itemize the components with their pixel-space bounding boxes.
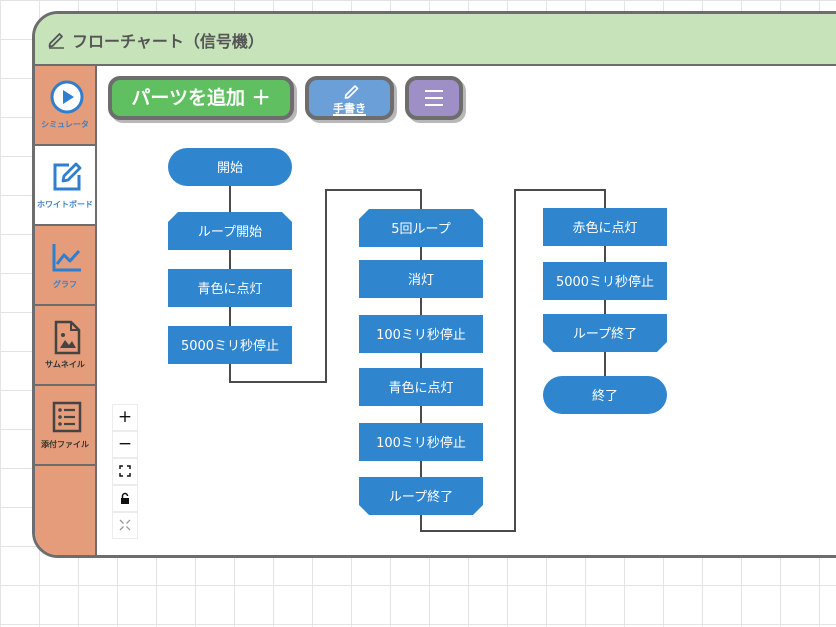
flow-node-loop5_start[interactable] xyxy=(359,209,483,247)
sidebar-item-simulator[interactable]: シミュレータ xyxy=(35,66,95,146)
sidebar-item-whiteboard[interactable]: ホワイトボード xyxy=(35,146,95,226)
flow-node-blue_on1[interactable] xyxy=(168,269,292,307)
flow-node-wait5000_2[interactable] xyxy=(543,262,667,300)
window-title: フローチャート（信号機） xyxy=(72,32,264,51)
lock-icon xyxy=(121,492,129,504)
flow-node-label: 青色に点灯 xyxy=(388,380,453,396)
flow-node-label: 5000ミリ秒停止 xyxy=(556,274,654,290)
flow-node-wait100_2[interactable] xyxy=(359,423,483,461)
sidebar-item-label: シミュレータ xyxy=(41,120,89,129)
hamburger-icon xyxy=(425,90,443,106)
add-parts-button[interactable]: パーツを追加 ＋ xyxy=(108,76,294,120)
flow-node-red_on[interactable] xyxy=(543,208,667,246)
flow-connector xyxy=(229,189,422,383)
sidebar-item-label: 添付ファイル xyxy=(41,440,89,449)
flow-node-wait100_1[interactable] xyxy=(359,315,483,353)
handwriting-label: 手書き xyxy=(333,102,366,115)
sidebar-item-label: ホワイトボード xyxy=(37,200,93,209)
flow-node-wait5000_1[interactable] xyxy=(168,326,292,364)
whiteboard-edit-icon xyxy=(53,162,82,191)
sidebar-item-thumbnail[interactable]: サムネイル xyxy=(35,306,95,386)
sidebar-item-graph[interactable]: グラフ xyxy=(35,226,95,306)
flow-node-loop1_end[interactable] xyxy=(543,314,667,352)
sidebar-item-attachments[interactable]: 添付ファイル xyxy=(35,386,95,466)
menu-button[interactable] xyxy=(405,76,463,120)
play-circle-icon xyxy=(50,80,84,114)
sidebar-item-label: グラフ xyxy=(53,280,77,289)
shrink-button[interactable] xyxy=(112,512,138,539)
flow-node-start[interactable] xyxy=(168,148,292,186)
flow-node-label: 終了 xyxy=(592,388,618,404)
flow-node-label: 5回ループ xyxy=(391,222,451,237)
image-file-icon xyxy=(54,320,81,355)
lock-button[interactable] xyxy=(112,485,138,512)
flow-node-loop5_end[interactable] xyxy=(359,477,483,515)
flow-node-label: ループ開始 xyxy=(198,225,262,240)
flow-node-label: 消灯 xyxy=(408,273,434,288)
flow-node-label: 開始 xyxy=(217,161,243,176)
flow-node-label: ループ終了 xyxy=(389,489,453,505)
flow-node-label: 100ミリ秒停止 xyxy=(376,327,466,343)
zoom-in-button[interactable]: + xyxy=(112,404,138,431)
flowchart-window: フローチャート（信号機） シミュレータ ホワイトボード グラフ xyxy=(32,11,836,558)
flow-node-label: 100ミリ秒停止 xyxy=(376,435,466,451)
flow-node-label: ループ終了 xyxy=(573,326,637,342)
pencil-icon xyxy=(48,33,64,49)
sidebar: シミュレータ ホワイトボード グラフ サムネイル xyxy=(35,66,97,555)
flow-node-label: 5000ミリ秒停止 xyxy=(181,338,279,354)
flow-node-off[interactable] xyxy=(359,260,483,298)
sidebar-item-label: サムネイル xyxy=(45,360,85,369)
flowchart: 開始ループ開始青色に点灯5000ミリ秒停止5回ループ消灯100ミリ秒停止青色に点… xyxy=(168,148,667,532)
underline xyxy=(333,114,366,116)
zoom-out-button[interactable]: − xyxy=(112,431,138,458)
flow-node-blue_on2[interactable] xyxy=(359,368,483,406)
shrink-icon xyxy=(119,519,131,531)
flow-node-label: 青色に点灯 xyxy=(197,281,262,297)
fit-screen-icon xyxy=(119,465,131,477)
flow-node-end[interactable] xyxy=(543,376,667,414)
pen-icon xyxy=(344,85,359,99)
zoom-controls: + − xyxy=(112,404,138,539)
list-file-icon xyxy=(52,401,82,433)
handwriting-button[interactable]: 手書き xyxy=(305,76,394,120)
flow-node-loop1_start[interactable] xyxy=(168,212,292,250)
flow-connector xyxy=(420,189,606,532)
fit-view-button[interactable] xyxy=(112,458,138,485)
flow-node-label: 赤色に点灯 xyxy=(572,220,637,236)
title-bar: フローチャート（信号機） xyxy=(35,14,836,66)
chart-line-icon xyxy=(52,244,81,272)
